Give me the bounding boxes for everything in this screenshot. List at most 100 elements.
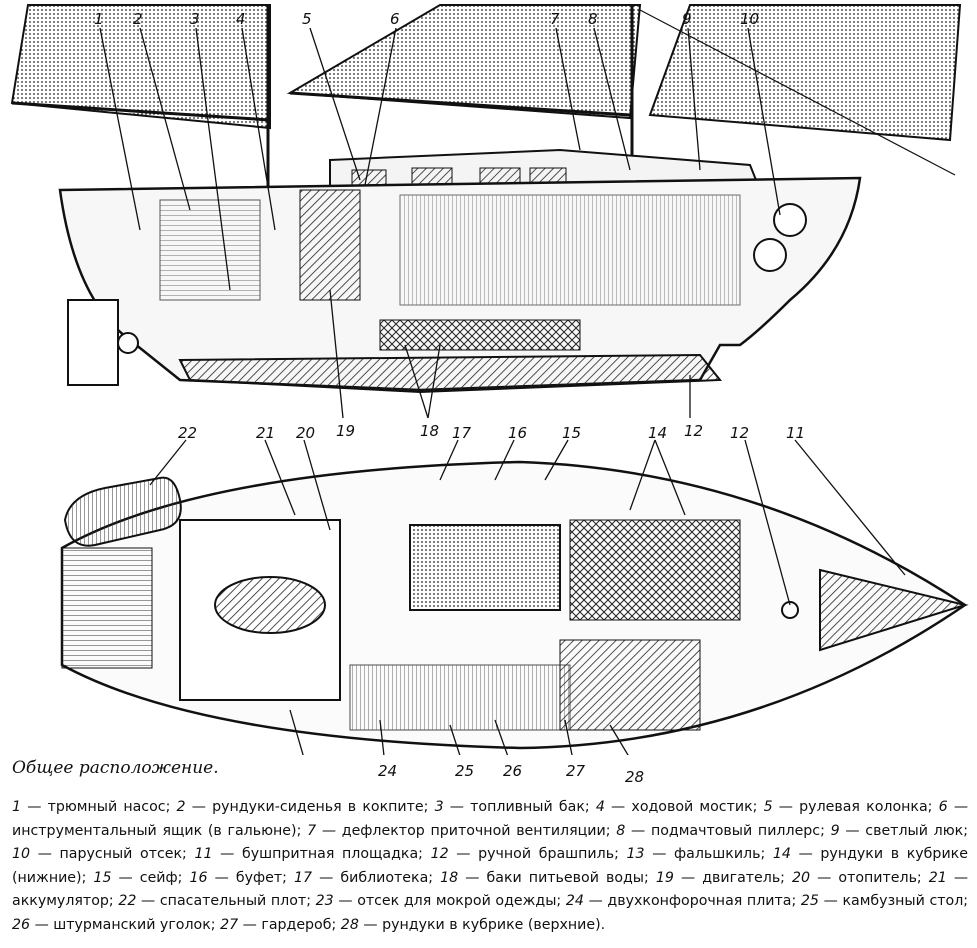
legend-number: 10: [12, 846, 31, 863]
label-13: 12: [684, 422, 703, 440]
boom-fore: [289, 91, 631, 117]
legend-number: 15: [93, 869, 112, 886]
label-15: 15: [562, 424, 581, 442]
legend-text-item: рундуки-сиденья в кокпите;: [212, 799, 429, 815]
windlass: [781, 601, 799, 619]
legend-text-item: рундуки в кубрике (нижние);: [12, 846, 968, 886]
legend-text-item: двигатель;: [702, 869, 785, 886]
foresail: [286, 4, 642, 120]
bulkhead-region: [159, 199, 261, 301]
legend-text-item: светлый люк;: [865, 822, 969, 839]
legend-number: 22: [118, 893, 137, 910]
legend-text-item: ходовой мостик;: [631, 799, 758, 815]
label-11: 11: [786, 424, 805, 442]
plan-leader-lines: [149, 439, 906, 755]
legend-text-item: баки питьевой воды;: [486, 869, 649, 886]
legend-text-item: аккумулятор;: [12, 893, 114, 910]
legend-number: 20: [792, 869, 811, 886]
water-tanks: [379, 319, 581, 351]
label-7: 7: [550, 10, 560, 28]
legend-number: 7: [307, 822, 317, 839]
legend-number: 18: [440, 869, 459, 886]
legend-number: 2: [176, 799, 186, 815]
label-5: 5: [302, 10, 312, 28]
label-1: 1: [94, 10, 104, 28]
label-20: 20: [296, 424, 315, 442]
label-26: 26: [503, 762, 523, 780]
label-24: 24: [378, 762, 398, 780]
legend-text-item: библиотека;: [340, 869, 434, 886]
legend-number: 23: [315, 893, 334, 910]
label-19: 19: [336, 422, 355, 440]
legend-number: 9: [830, 822, 840, 839]
legend-text-item: фальшкиль;: [674, 846, 766, 863]
legend-number: 27: [220, 916, 239, 933]
label-12: 12: [730, 424, 749, 442]
legend-text: 1 — трюмный насос; 2 — рундуки-сиденья в…: [12, 799, 969, 933]
legend-text-item: инструментальный ящик (в гальюне);: [12, 822, 302, 839]
legend-text-item: подмачтовый пиллерс;: [650, 822, 825, 839]
forward-berths: [569, 519, 741, 621]
saloon-table: [409, 524, 561, 611]
label-27: 27: [566, 762, 586, 780]
label-17: 17: [452, 424, 472, 442]
life-raft: [63, 476, 182, 547]
label-28: 28: [625, 768, 645, 786]
legend-number: 17: [294, 869, 313, 886]
legend-number: 21: [928, 869, 947, 886]
legend-number: 13: [626, 846, 645, 863]
legend-text-item: парусный отсек;: [59, 846, 187, 863]
label-10: 10: [740, 10, 759, 28]
label-14: 14: [648, 424, 667, 442]
legend-text-item: штурманский уголок;: [53, 916, 216, 933]
legend-number: 6: [938, 799, 948, 815]
legend-text-item: трюмный насос;: [47, 799, 171, 815]
legend-text-item: сейф;: [139, 869, 183, 886]
steering-wheel-well: [214, 576, 326, 634]
legend-number: 16: [189, 869, 208, 886]
label-3: 3: [190, 10, 200, 28]
legend-number: 19: [655, 869, 674, 886]
sail-locker-drum: [753, 238, 787, 272]
legend-number: 25: [800, 893, 819, 910]
legend-text-item: ручной брашпиль;: [478, 846, 619, 863]
label-25: 25: [455, 762, 475, 780]
plan-view-labels: 22 21 20 17 16 15 14 12 11 23: [178, 424, 805, 442]
legend-text-item: буфет;: [235, 869, 287, 886]
label-6: 6: [390, 10, 400, 28]
jib: [648, 4, 962, 142]
legend-number: 14: [772, 846, 791, 863]
legend-number: 12: [430, 846, 449, 863]
label-18: 18: [420, 422, 439, 440]
label-21: 21: [256, 424, 275, 442]
legend-number: 11: [194, 846, 213, 863]
side-view-labels: 1 2 3 4 5 6 7 8 9 10 19 18 12: [94, 10, 759, 440]
sail-locker-drum: [773, 203, 807, 237]
interior-frames: [399, 194, 741, 306]
label-4: 4: [236, 10, 246, 28]
rudder: [67, 299, 119, 386]
legend-text-item: отопитель;: [838, 869, 922, 886]
side-view: [10, 4, 962, 419]
plan-bottom-labels: 24 25 26 27 28: [0, 762, 977, 786]
upper-lockers: [559, 639, 701, 731]
legend-number: 8: [616, 822, 626, 839]
galley: [349, 664, 571, 731]
legend-text-item: камбузный стол;: [842, 893, 969, 910]
legend-text-item: рулевая колонка;: [799, 799, 933, 815]
side-leader-lines: [99, 27, 781, 419]
stern-deck: [61, 547, 153, 669]
label-2: 2: [133, 10, 143, 28]
bowsprit-platform: [819, 568, 969, 652]
label-22: 22: [178, 424, 197, 442]
legend-text-item: гардероб;: [261, 916, 337, 933]
legend-text-item: отсек для мокрой одежды;: [357, 893, 562, 910]
label-16: 16: [508, 424, 527, 442]
legend-number: 28: [340, 916, 359, 933]
legend-number: 4: [595, 799, 605, 815]
legend-text-item: спасательный плот;: [159, 893, 311, 910]
boom: [11, 101, 271, 122]
forestay: [639, 9, 956, 176]
propeller: [117, 332, 139, 354]
legend-text-item: двухконфорочная плита;: [607, 893, 797, 910]
